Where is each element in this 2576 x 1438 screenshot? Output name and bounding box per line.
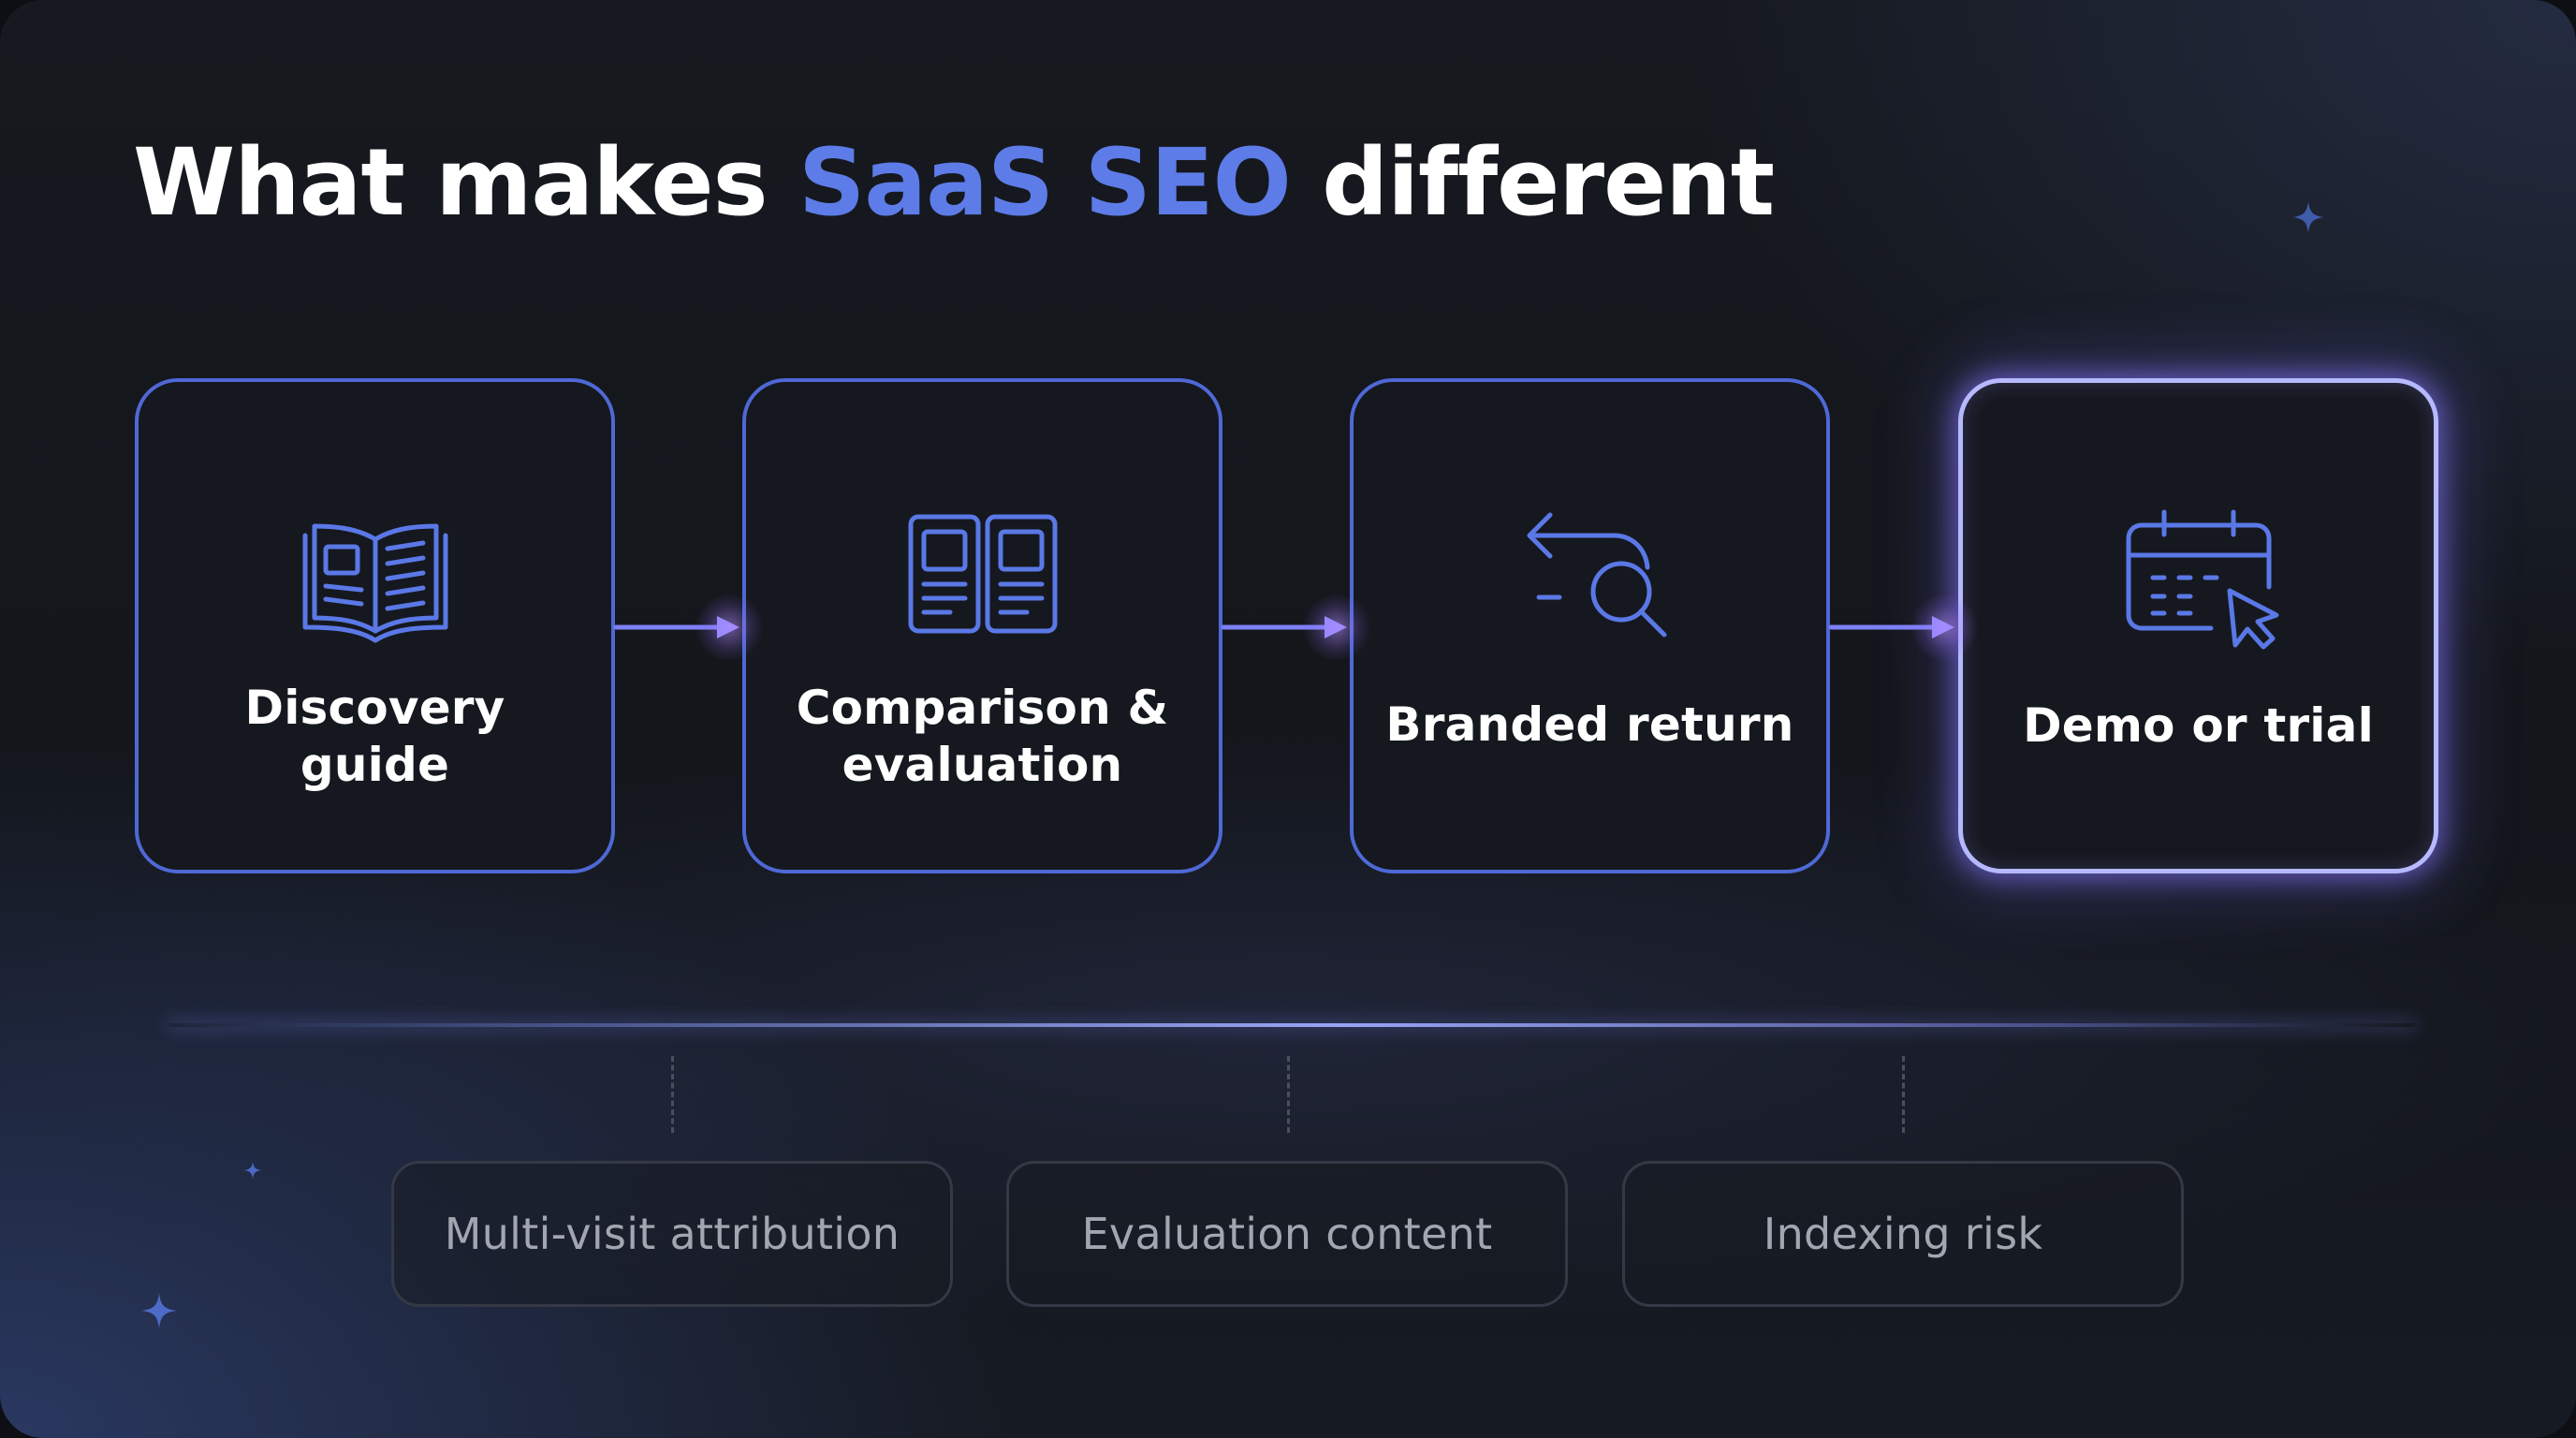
flow-step-branded-return[interactable]: Branded return xyxy=(1350,378,1830,873)
title-prefix: What makes xyxy=(133,129,798,237)
title-suffix: different xyxy=(1290,129,1775,237)
arrow-glow xyxy=(695,594,763,661)
flow-step-label-line2: guide xyxy=(300,738,450,792)
title-accent: SaaS SEO xyxy=(798,129,1292,237)
flow-arrow xyxy=(1828,594,1978,661)
flow-step-label-line1: Branded return xyxy=(1385,697,1794,752)
flow-step-label-line1: Demo or trial xyxy=(2023,698,2374,753)
flow-step-demo-or-trial[interactable]: Demo or trial xyxy=(1958,378,2438,873)
pill-label: Multi-visit attribution xyxy=(444,1209,900,1259)
sparkle-icon xyxy=(140,1292,178,1329)
flow-arrow xyxy=(613,594,763,661)
open-book-icon xyxy=(286,485,464,663)
flow-step-label: Demo or trial xyxy=(1982,697,2415,755)
flow-step-discovery-guide[interactable]: Discovery guide xyxy=(135,378,615,873)
dashed-connector xyxy=(1902,1056,1905,1133)
flow-step-label: Discovery guide xyxy=(157,680,593,794)
flow-step-comparison-evaluation[interactable]: Comparison & evaluation xyxy=(742,378,1222,873)
pill-multi-visit-attribution[interactable]: Multi-visit attribution xyxy=(391,1161,953,1307)
flow-step-label-line1: Comparison & xyxy=(796,681,1169,735)
flow-step-label: Comparison & evaluation xyxy=(765,680,1200,794)
arrow-glow xyxy=(1303,594,1370,661)
sparkle-icon xyxy=(243,1161,262,1180)
dashed-connector xyxy=(671,1056,674,1133)
flow-step-label-line2: evaluation xyxy=(842,738,1123,792)
pill-label: Indexing risk xyxy=(1763,1209,2043,1259)
return-search-icon xyxy=(1501,485,1679,663)
flow-arrow xyxy=(1221,594,1370,661)
side-by-side-documents-icon xyxy=(894,485,1072,663)
sparkle-icon xyxy=(2291,200,2325,234)
flow-step-label-line1: Discovery xyxy=(244,681,505,735)
section-divider xyxy=(168,1023,2415,1027)
page-title: What makes SaaS SEO different xyxy=(133,127,1775,240)
flow-step-label: Branded return xyxy=(1372,697,1808,754)
calendar-cursor-icon xyxy=(2110,486,2288,664)
pill-label: Evaluation content xyxy=(1081,1209,1493,1259)
arrow-glow xyxy=(1910,594,1978,661)
pill-evaluation-content[interactable]: Evaluation content xyxy=(1006,1161,1568,1307)
pill-indexing-risk[interactable]: Indexing risk xyxy=(1622,1161,2184,1307)
dashed-connector xyxy=(1287,1056,1290,1133)
